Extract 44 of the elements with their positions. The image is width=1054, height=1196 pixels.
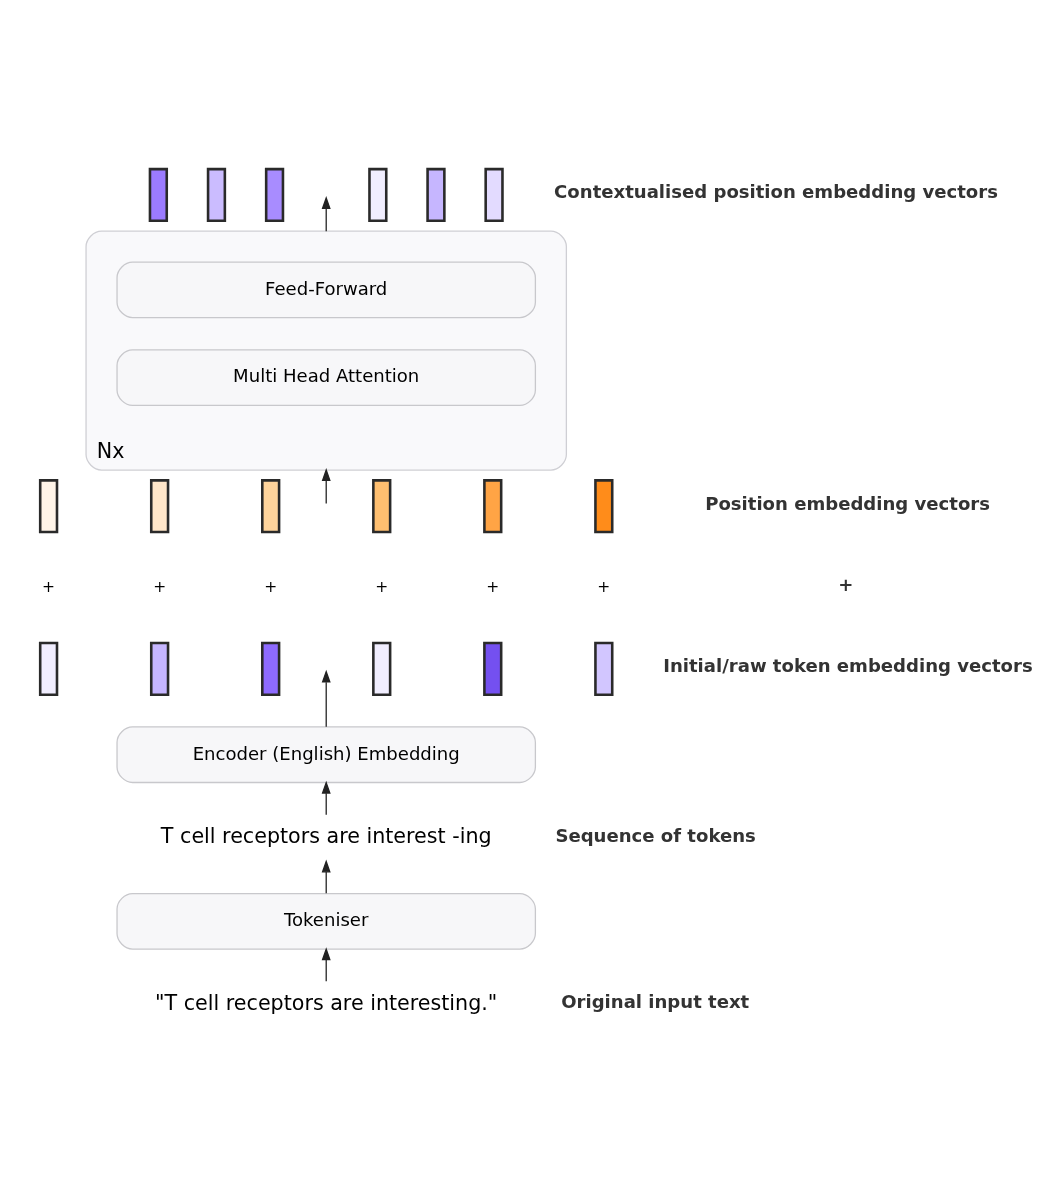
node-bar	[149, 641, 170, 696]
label: +	[838, 573, 854, 595]
node-bar	[261, 478, 281, 533]
node-bar	[38, 478, 59, 533]
node-bar	[372, 478, 392, 533]
label: Contextualised position embedding vectors	[554, 180, 998, 202]
label: +	[42, 577, 56, 596]
label: +	[264, 577, 278, 596]
node-box: Multi Head Attention	[116, 348, 537, 406]
arrow	[321, 467, 331, 504]
label: Initial/raw token embedding vectors	[663, 654, 1033, 676]
node-box: Feed-Forward	[116, 261, 537, 318]
node-bar	[426, 167, 446, 222]
label: +	[597, 577, 611, 596]
label: +	[153, 577, 167, 596]
node-bar	[483, 641, 503, 696]
arrow	[321, 195, 331, 232]
node-text: "T cell receptors are interesting."	[155, 990, 498, 1014]
node-box: Tokeniser	[116, 892, 537, 950]
node-bar	[264, 167, 285, 222]
label: Position embedding vectors	[705, 492, 990, 514]
node-bar	[261, 641, 281, 696]
node-bar	[594, 641, 614, 696]
node-label: Nx	[96, 438, 125, 463]
node-bar	[483, 478, 503, 533]
node-bar	[148, 167, 169, 222]
arrow	[321, 669, 331, 727]
arrow	[321, 946, 331, 982]
node-bar	[484, 167, 504, 222]
node-bar	[206, 167, 227, 222]
node-bar	[372, 641, 392, 696]
cluster	[85, 230, 568, 471]
node-bar	[594, 478, 614, 533]
node-text: T cell receptors are interest -ing	[160, 823, 492, 848]
node-box: Encoder (English) Embedding	[116, 725, 537, 783]
node-bar	[368, 167, 388, 222]
arrow	[321, 780, 331, 815]
label: Original input text	[561, 990, 750, 1012]
label: +	[486, 577, 500, 596]
node-bar	[38, 641, 59, 696]
label: +	[375, 577, 389, 596]
label: Sequence of tokens	[555, 824, 756, 846]
node-bar	[149, 478, 170, 533]
arrow	[321, 859, 331, 894]
